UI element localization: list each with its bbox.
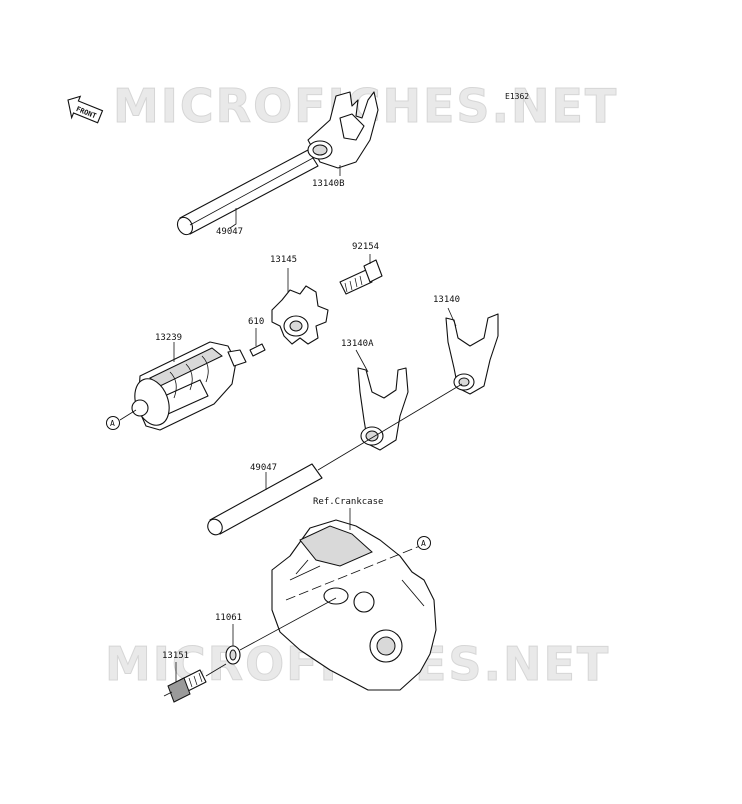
- drum-13239: [131, 341, 247, 431]
- washer-11061: [225, 645, 241, 665]
- label-cam-13145: 13145: [270, 255, 297, 265]
- label-switch-13151: 13151: [162, 651, 189, 661]
- fork-13140a: [357, 367, 409, 451]
- label-crankcase: Ref.Crankcase: [313, 497, 383, 507]
- bolt-92154: [339, 259, 383, 295]
- cam-13145: [271, 285, 329, 345]
- shaft-lower: [207, 463, 323, 536]
- label-fork-13140: 13140: [433, 295, 460, 305]
- label-pin-610: 610: [248, 317, 264, 327]
- label-bolt-92154: 92154: [352, 242, 379, 252]
- label-shaft-lower: 49047: [250, 463, 277, 473]
- label-ref-a-top: A: [110, 419, 115, 428]
- crankcase-ref: [271, 519, 437, 691]
- ref-a-bottom-callout: [417, 536, 431, 550]
- label-shaft-upper: 49047: [216, 227, 243, 237]
- pin-610: [249, 343, 266, 357]
- fork-13140b: [307, 91, 379, 169]
- label-washer-11061: 11061: [215, 613, 242, 623]
- switch-13151: [163, 663, 227, 703]
- label-ref-a-bottom: A: [421, 539, 426, 548]
- front-arrow-icon: FRONT: [67, 95, 104, 124]
- ref-a-top-callout: [106, 416, 120, 430]
- label-fork-13140b: 13140B: [312, 179, 345, 189]
- diagram-code: E1362: [505, 92, 529, 101]
- label-fork-13140a: 13140A: [341, 339, 374, 349]
- fork-13140: [445, 313, 499, 395]
- watermark-top: MICROFICHES.NET: [113, 79, 618, 133]
- shaft-upper: [176, 149, 319, 236]
- label-drum-13239: 13239: [155, 333, 182, 343]
